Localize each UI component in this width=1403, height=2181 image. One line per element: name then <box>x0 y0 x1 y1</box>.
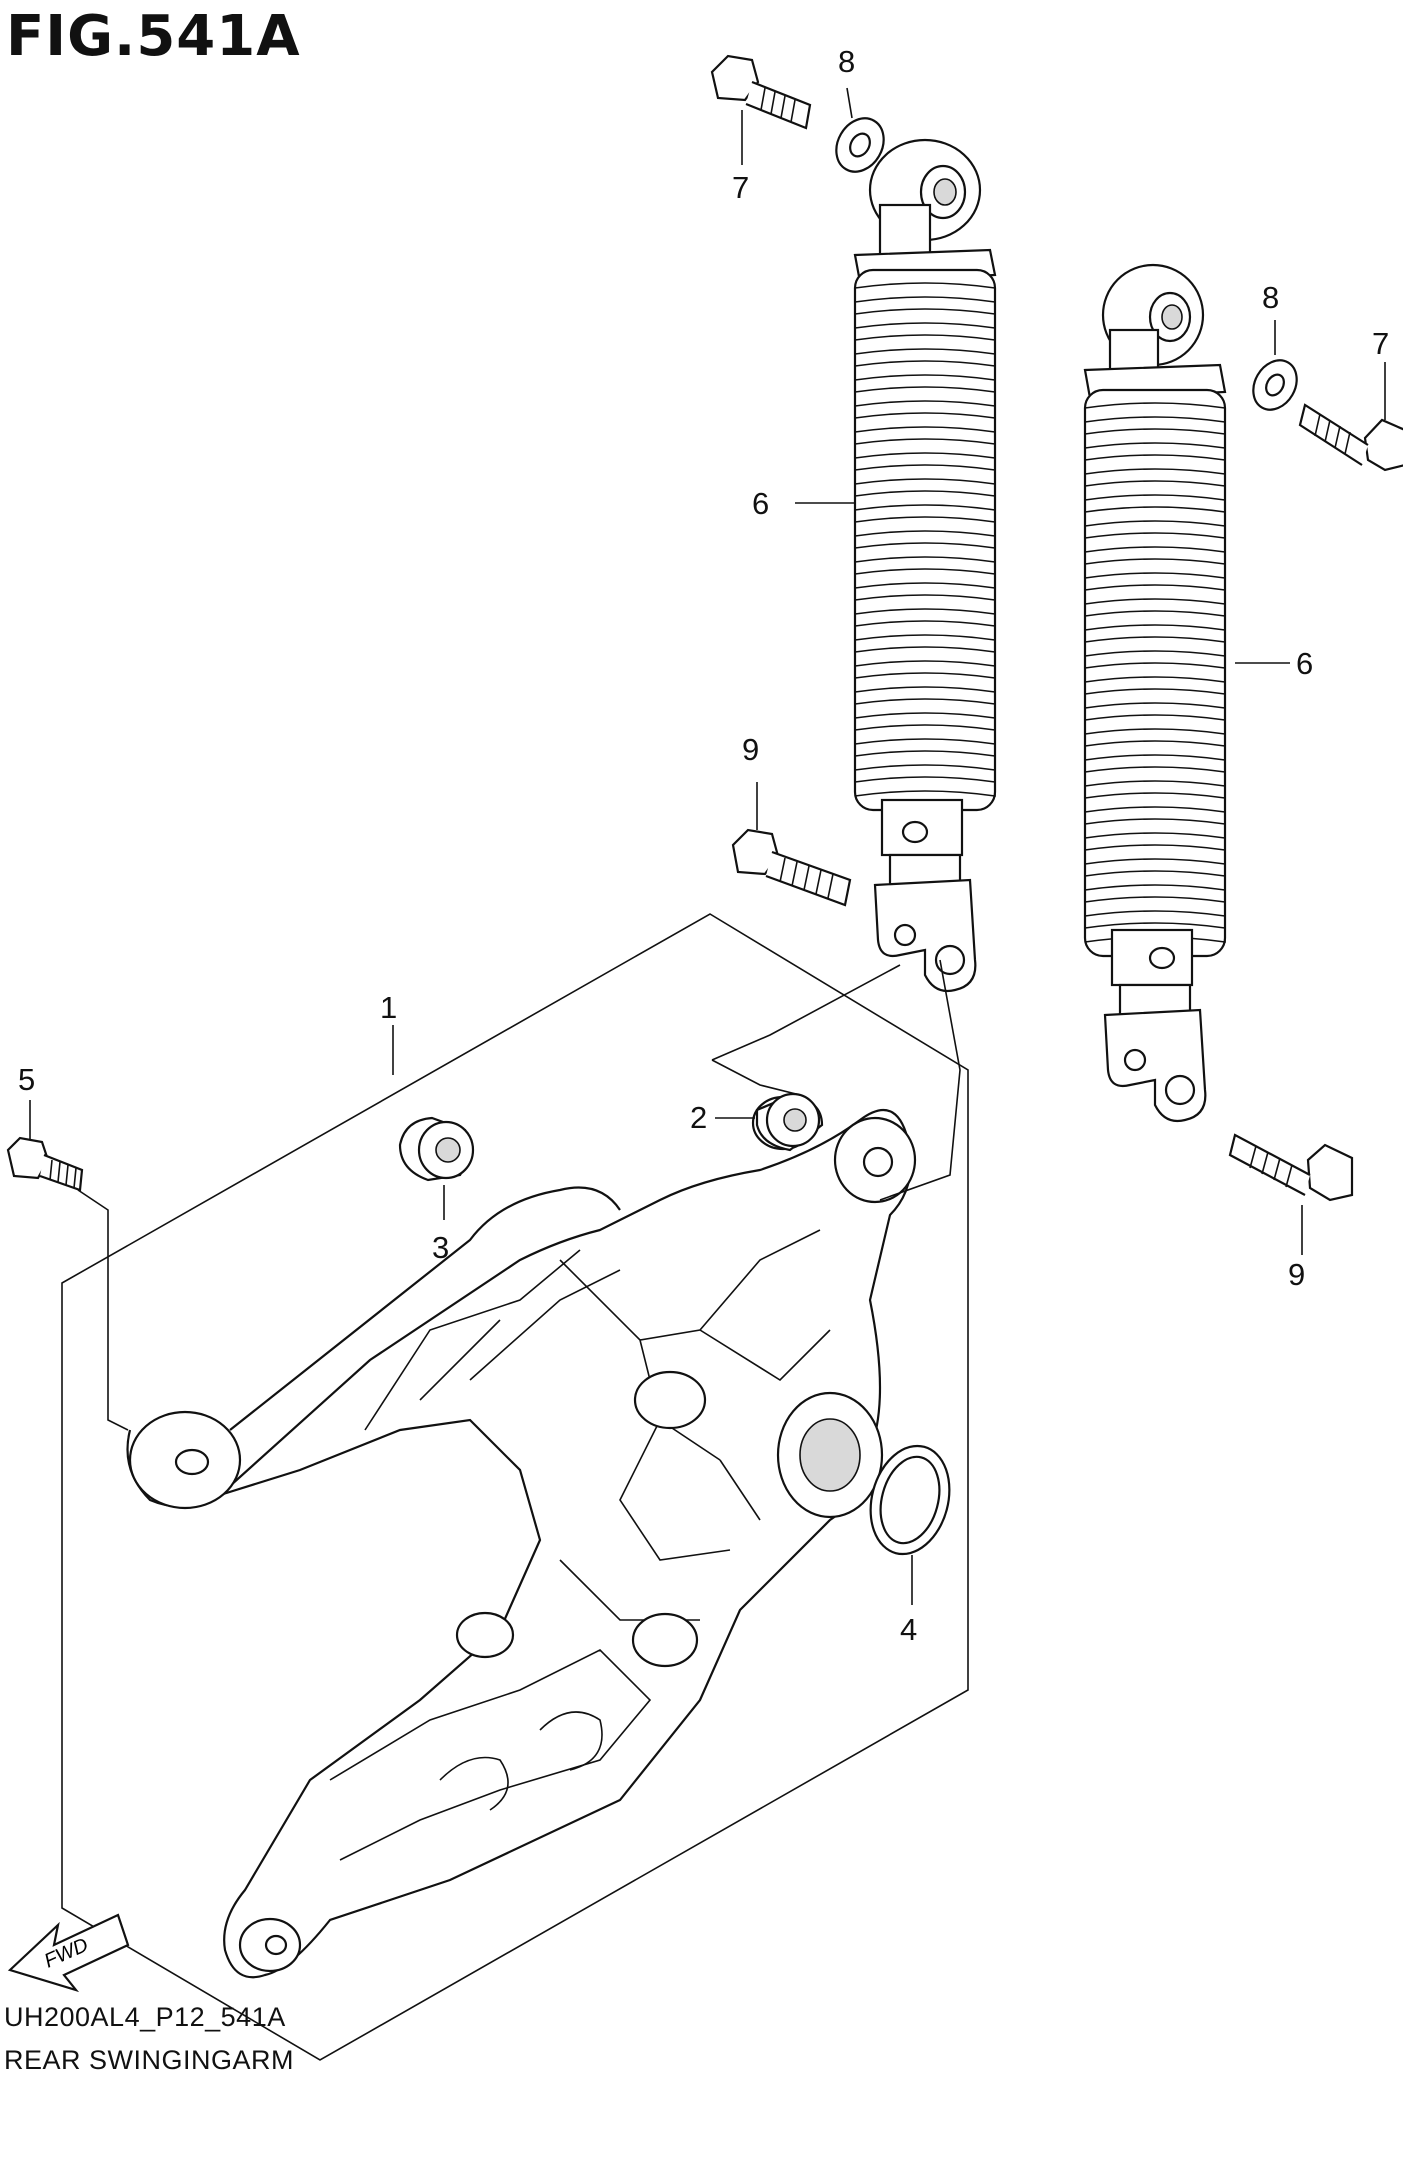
callout-7-left: 7 <box>732 170 749 205</box>
washer-part-8-left <box>835 117 885 173</box>
forward-direction-arrow: FWD <box>7 1913 130 1993</box>
swing-arm <box>126 1109 917 1979</box>
callout-6-left: 6 <box>752 486 769 521</box>
drawing-caption: REAR SWINGINGARM <box>4 2045 295 2075</box>
bolt-part-5 <box>6 1136 84 1192</box>
callout-9-lower: 9 <box>1288 1257 1305 1292</box>
shock-absorber-right <box>1083 263 1227 400</box>
bolt-part-7-right <box>1298 403 1403 472</box>
shock-spring-right <box>1083 388 1227 958</box>
callout-7-right: 7 <box>1372 326 1389 361</box>
washer-part-8-right <box>1252 359 1298 411</box>
leader-lines <box>29 87 1386 1605</box>
shock-spring-left <box>853 268 997 812</box>
callout-2: 2 <box>690 1100 707 1135</box>
drawing-code: UH200AL4_P12_541A <box>4 2002 286 2032</box>
assembly-outline <box>61 913 969 2061</box>
bushing-part-3 <box>398 1116 475 1182</box>
callout-5: 5 <box>18 1062 35 1097</box>
callout-1: 1 <box>380 990 397 1025</box>
callout-3: 3 <box>432 1230 449 1265</box>
shock-lower-right <box>1103 928 1207 1123</box>
callout-8-left: 8 <box>838 44 855 79</box>
callout-9-upper: 9 <box>742 732 759 767</box>
bushing-part-2 <box>751 1092 824 1152</box>
callout-8-right: 8 <box>1262 280 1279 315</box>
bolt-part-9-upper <box>731 828 852 907</box>
bolt-part-7-left <box>710 54 812 130</box>
shock-lower-left <box>873 798 977 993</box>
bolt-part-9-lower <box>1228 1133 1354 1202</box>
callout-6-right: 6 <box>1296 646 1313 681</box>
seal-ring-part-4 <box>869 1444 951 1556</box>
callout-4: 4 <box>900 1612 917 1647</box>
figure-title: FIG.541A <box>6 4 301 69</box>
